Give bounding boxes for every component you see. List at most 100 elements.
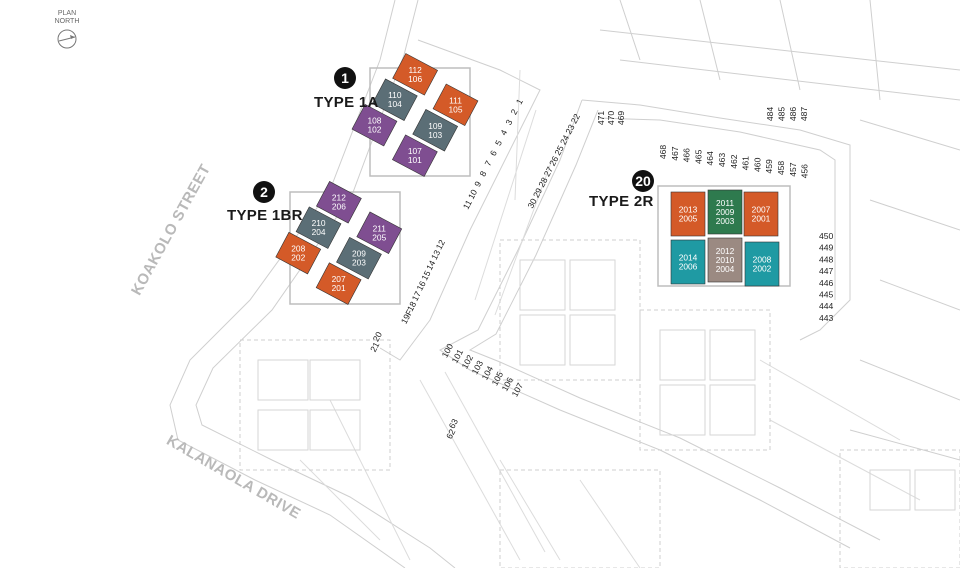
parking-stall-number: 463: [717, 153, 727, 168]
stalls-layer: 12345678910111213141516171819F2021222324…: [368, 97, 833, 441]
parking-stall-number: 471: [596, 111, 606, 126]
parking-stall-number: 3: [503, 118, 514, 127]
parking-stall-number: 467: [670, 146, 680, 161]
building-20-badge[interactable]: 20: [632, 170, 654, 192]
building-1-badge[interactable]: 1: [334, 67, 356, 89]
upper-drive: [581, 99, 851, 341]
building-2-type-label[interactable]: TYPE 1BR: [227, 207, 303, 224]
parking-stall-number: 446: [819, 278, 834, 288]
parking-stall-number: 4: [498, 128, 509, 137]
parking-stall-number: 26: [547, 154, 560, 167]
future-building-footprints: [239, 239, 960, 568]
lot-boundary: [379, 39, 541, 361]
parking-stall-number: 13: [429, 248, 442, 261]
unit-block[interactable]: [336, 236, 382, 280]
parking-stall-number: 445: [819, 290, 834, 300]
parking-stall-number: 459: [764, 159, 774, 174]
unit-block[interactable]: [707, 237, 743, 283]
parking-stall-number: 12: [434, 238, 447, 251]
building-20-outline: [657, 185, 791, 287]
unit-block[interactable]: [743, 191, 779, 237]
unit-block[interactable]: [275, 231, 322, 275]
parking-stall-number: 22: [569, 112, 582, 125]
parking-stall-number: 29: [531, 186, 544, 199]
building-20-type-label[interactable]: TYPE 2R: [589, 193, 654, 210]
parking-stall-number: 487: [799, 107, 809, 122]
unit-block[interactable]: [295, 206, 342, 249]
unit-block[interactable]: [670, 239, 706, 285]
unit-block[interactable]: [351, 103, 398, 147]
parking-stall-number: 443: [819, 313, 834, 323]
unit-block[interactable]: [316, 181, 362, 224]
future-building-outlines: [257, 259, 956, 511]
unit-block[interactable]: [315, 262, 362, 305]
parking-stall-number: 21: [368, 340, 381, 353]
parking-stall-number: 484: [765, 107, 775, 122]
parking-stall-number: 18: [405, 300, 418, 313]
parking-stall-number: 466: [682, 148, 692, 163]
parking-stall-number: 8: [477, 169, 488, 178]
parking-stall-number: 486: [788, 107, 798, 122]
upper-drive-inner: [597, 117, 836, 300]
parking-stall-number: 465: [693, 149, 703, 164]
parking-stall-number: 461: [741, 156, 751, 171]
parking-stall-number: 456: [800, 164, 810, 179]
parking-stall-number: 458: [776, 161, 786, 176]
unit-block[interactable]: [392, 53, 438, 96]
parking-stall-number: 24: [558, 133, 571, 146]
parking-stall-number: 9: [472, 179, 483, 188]
interior-drive-inner: [468, 109, 881, 541]
parking-stall-number: 11: [461, 198, 474, 211]
parking-stall-number: 469: [616, 111, 626, 126]
parking-stall-number: 485: [776, 107, 786, 122]
unit-block[interactable]: [391, 134, 438, 177]
parking-stall-number: 25: [552, 144, 565, 157]
parking-stall-number: 448: [819, 254, 834, 264]
parking-stall-number: 17: [410, 289, 423, 302]
parking-stall-number: 63: [447, 417, 460, 430]
parking-stall-number: 23: [563, 122, 576, 135]
unit-block[interactable]: [356, 211, 403, 254]
unit-block[interactable]: [670, 191, 706, 237]
parking-stall-number: 2: [509, 107, 520, 116]
parking-stall-number: 468: [658, 145, 668, 160]
parking-stall-number: 28: [536, 175, 549, 188]
parking-stall-number: 464: [705, 151, 715, 166]
parking-stall-number: 1: [514, 97, 525, 106]
parking-stall-number: 447: [819, 266, 834, 276]
parking-stall-number: 460: [752, 157, 762, 172]
parking-stall-number: 6: [488, 148, 499, 157]
unit-block[interactable]: [707, 189, 743, 235]
parking-stall-number: 27: [542, 165, 555, 178]
parking-stall-number: 20: [371, 330, 384, 343]
parking-stall-number: 14: [424, 258, 437, 271]
unit-block[interactable]: [432, 83, 479, 127]
parking-stall-number: 450: [819, 231, 834, 241]
building-2-badge[interactable]: 2: [253, 181, 275, 203]
parking-stall-number: 449: [819, 243, 834, 253]
unit-block[interactable]: [744, 241, 780, 287]
neighbor-streets-right: [849, 119, 960, 461]
unit-block[interactable]: [412, 109, 459, 152]
unit-block[interactable]: [371, 78, 418, 121]
building-1-type-label[interactable]: TYPE 1A: [314, 94, 379, 111]
parking-stall-number: 5: [493, 138, 504, 147]
